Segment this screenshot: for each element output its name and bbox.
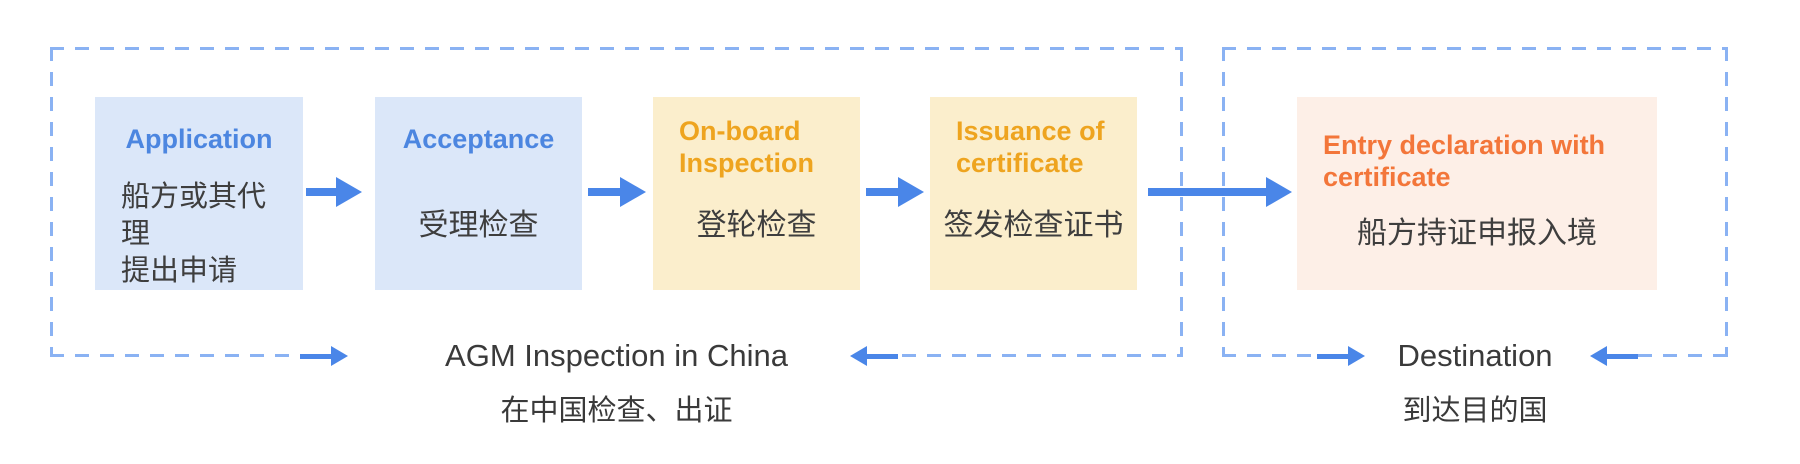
flow-step-title: Issuance of certificate [930, 115, 1137, 179]
arrow-tail [306, 188, 336, 196]
flow-step-title-line: Application [125, 124, 273, 154]
region-china-border-top [50, 47, 1183, 50]
flow-step-subtitle: 登轮检查 [653, 207, 860, 244]
region-destination-border-bottom-left [1222, 354, 1317, 357]
flow-arrow-right-icon [866, 177, 924, 207]
flow-step-entry-declaration: Entry declaration with certificate 船方持证申… [1297, 97, 1657, 290]
flow-step-application: Application 船方或其代理 提出申请 [95, 97, 303, 290]
flow-step-title-line: Acceptance [402, 124, 555, 154]
arrow-head [1266, 177, 1292, 207]
flow-step-title: Entry declaration with certificate [1297, 129, 1657, 193]
region-china-border-bottom-left [50, 354, 300, 357]
region-china-label-zh: 在中国检查、出证 [500, 395, 733, 427]
region-destination-border-right [1725, 47, 1728, 357]
arrow-head [336, 177, 362, 207]
flow-step-title-line: Entry declaration with [1323, 130, 1606, 160]
arrow-left-icon [1590, 346, 1638, 366]
flow-step-title-line: On-board [679, 116, 801, 146]
region-destination-label-en: Destination [1397, 338, 1553, 373]
arrow-tail [1148, 188, 1266, 196]
arrow-tail [1317, 353, 1348, 359]
flow-step-title-line: certificate [956, 148, 1084, 178]
flow-step-on-board-inspection: On-board Inspection 登轮检查 [653, 97, 860, 290]
flow-step-title: Application [95, 123, 303, 155]
arrow-head [898, 177, 924, 207]
arrow-tail [300, 353, 331, 359]
arrow-head [850, 346, 867, 366]
flow-step-subtitle-line: 船方或其代理 [121, 181, 267, 250]
arrow-right-icon [1317, 346, 1365, 366]
arrow-tail [588, 188, 620, 196]
flow-step-subtitle-line: 登轮检查 [696, 209, 817, 242]
arrow-tail [866, 188, 898, 196]
region-china-border-bottom-right [902, 354, 1183, 357]
flow-step-subtitle: 船方持证申报入境 [1297, 215, 1657, 252]
arrow-left-icon [850, 346, 898, 366]
region-china-label-en: AGM Inspection in China [445, 338, 788, 373]
region-china-border-right [1180, 47, 1183, 357]
flow-step-subtitle-line: 提出申请 [121, 255, 238, 287]
region-destination-border-bottom-right [1638, 354, 1728, 357]
flow-arrow-right-icon [588, 177, 646, 207]
flow-step-subtitle: 签发检查证书 [930, 207, 1137, 244]
arrow-head [331, 346, 348, 366]
flow-step-title-line: Issuance of [956, 116, 1105, 146]
flow-step-subtitle-line: 受理检查 [418, 209, 539, 242]
flow-step-title-line: certificate [1323, 162, 1451, 192]
flow-step-title: On-board Inspection [653, 115, 860, 179]
flow-arrow-right-icon [1148, 177, 1292, 207]
flow-step-subtitle: 船方或其代理 提出申请 [95, 179, 303, 290]
flow-step-acceptance: Acceptance 受理检查 [375, 97, 582, 290]
arrow-head [620, 177, 646, 207]
arrow-head [1590, 346, 1607, 366]
region-destination-label-zh: 到达目的国 [1402, 395, 1548, 427]
flow-step-subtitle: 受理检查 [375, 207, 582, 244]
flow-arrow-right-icon [306, 177, 362, 207]
region-destination-border-top [1222, 47, 1728, 50]
region-china-border-left [50, 47, 53, 357]
arrow-tail [867, 353, 898, 359]
arrow-tail [1607, 353, 1638, 359]
arrow-head [1348, 346, 1365, 366]
flow-step-title: Acceptance [375, 123, 582, 155]
region-destination-border-left [1222, 47, 1225, 357]
flow-step-title-line: Inspection [679, 148, 815, 178]
flow-step-issuance-of-certificate: Issuance of certificate 签发检查证书 [930, 97, 1137, 290]
arrow-right-icon [300, 346, 348, 366]
flow-step-subtitle-line: 船方持证申报入境 [1357, 217, 1597, 250]
flow-step-subtitle-line: 签发检查证书 [943, 209, 1124, 242]
